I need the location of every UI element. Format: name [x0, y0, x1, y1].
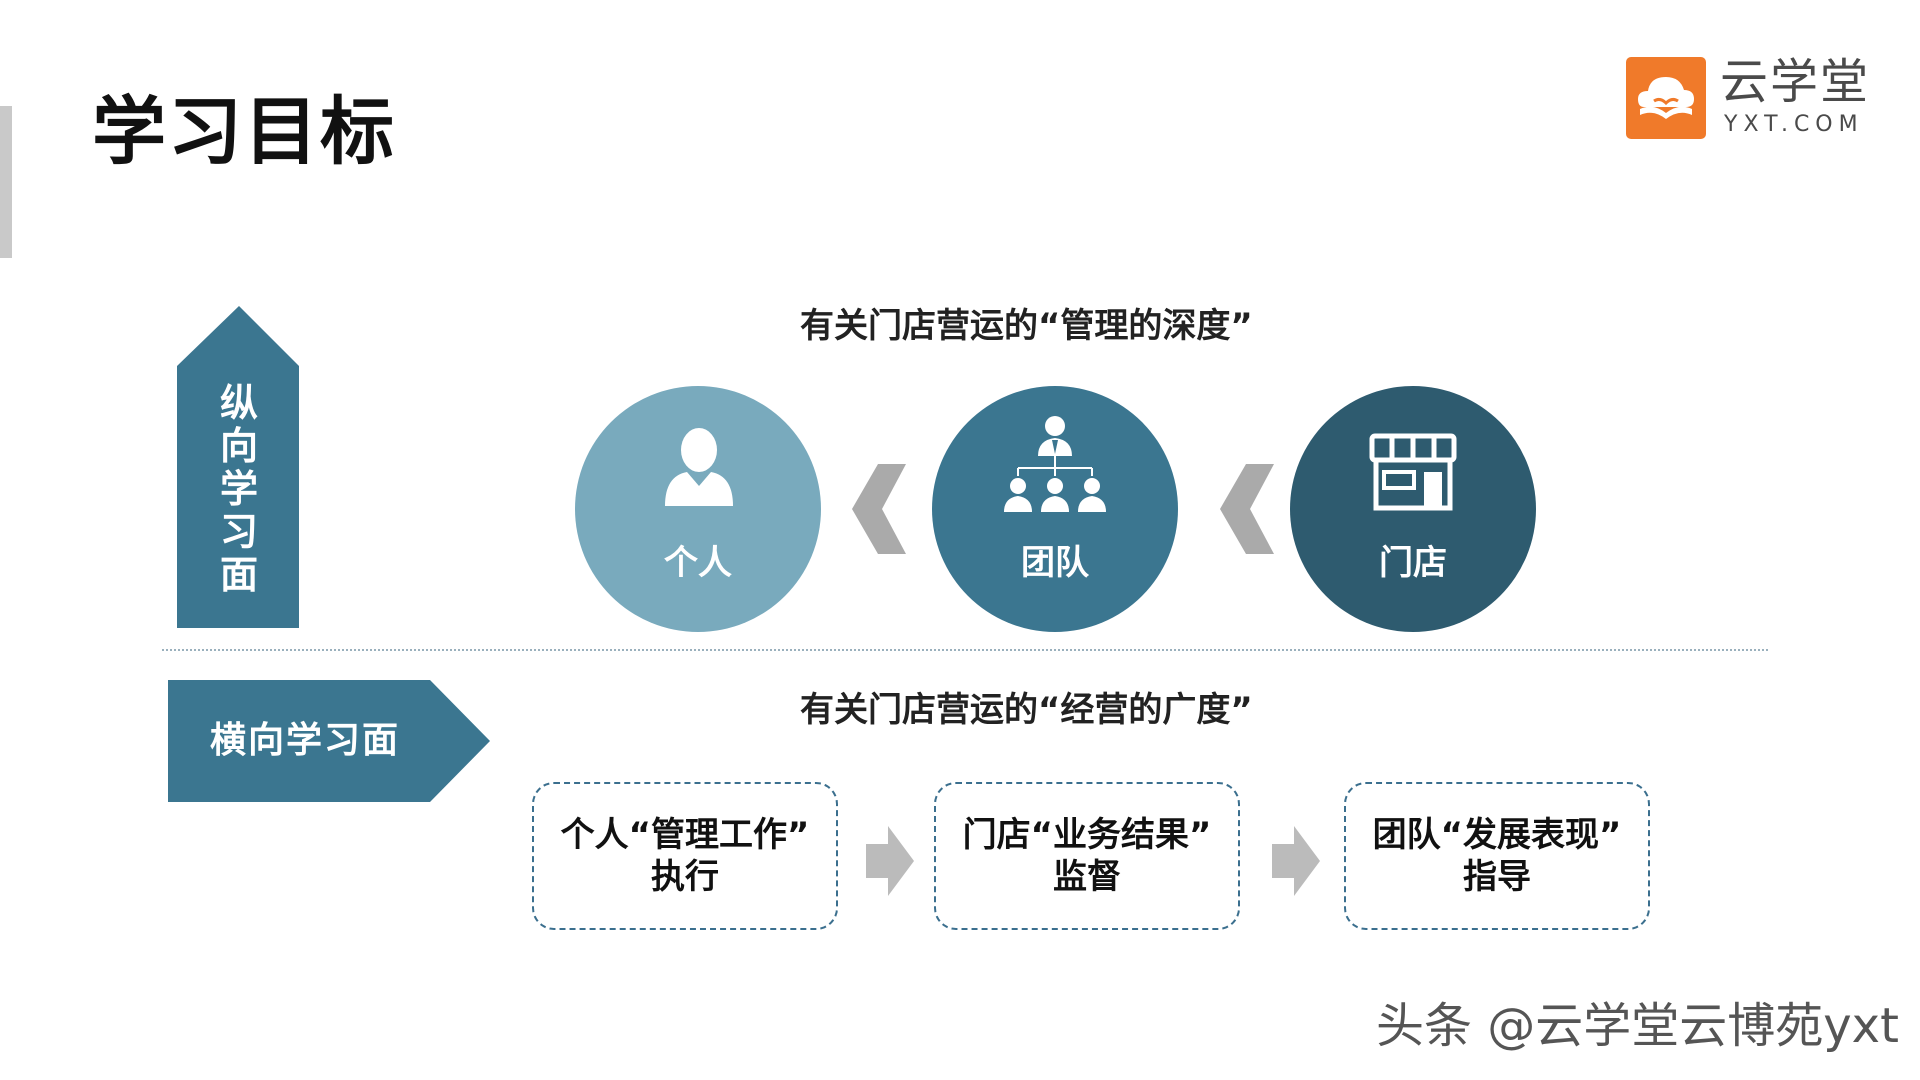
box-line-2: 监督	[1053, 857, 1121, 897]
box-line-2: 执行	[651, 857, 719, 897]
logo-domain: YXT.COM	[1724, 112, 1864, 137]
watermark: 头条 @云学堂云博苑yxt	[1376, 998, 1899, 1054]
cloud-book-icon	[1638, 77, 1694, 119]
logo	[1626, 57, 1706, 139]
arrow-right-icon	[1272, 826, 1320, 896]
breadth-box: 个人“管理工作” 执行	[532, 782, 838, 930]
vertical-arrow-label: 纵向学习面	[220, 381, 259, 597]
logo-name: 云学堂	[1720, 54, 1871, 110]
box-line-2: 指导	[1463, 857, 1531, 897]
store-icon	[1369, 433, 1457, 511]
node-label: 团队	[1021, 543, 1089, 583]
node-individual: 个人	[575, 386, 821, 632]
box-line-1: 团队“发展表现”	[1372, 815, 1622, 855]
team-hierarchy-icon	[1004, 416, 1106, 512]
section-divider	[162, 649, 1768, 651]
box-line-1: 门店“业务结果”	[962, 815, 1212, 855]
breadth-box: 团队“发展表现” 指导	[1344, 782, 1650, 930]
breadth-box: 门店“业务结果” 监督	[934, 782, 1240, 930]
chevron-left-icon	[852, 464, 906, 554]
node-label: 个人	[664, 543, 732, 583]
accent-bar	[0, 106, 12, 258]
person-icon	[665, 428, 733, 506]
vertical-arrow	[177, 306, 299, 628]
depth-heading: 有关门店营运的“管理的深度”	[800, 306, 1253, 346]
horizontal-arrow-label: 横向学习面	[210, 720, 401, 761]
arrow-right-icon	[866, 826, 914, 896]
breadth-heading: 有关门店营运的“经营的广度”	[800, 690, 1253, 730]
node-store: 门店	[1290, 386, 1536, 632]
page-title: 学习目标	[92, 89, 396, 175]
chevron-left-icon	[1220, 464, 1274, 554]
box-line-1: 个人“管理工作”	[560, 815, 810, 855]
horizontal-arrow	[168, 680, 490, 802]
node-team: 团队	[932, 386, 1178, 632]
node-label: 门店	[1379, 543, 1447, 583]
